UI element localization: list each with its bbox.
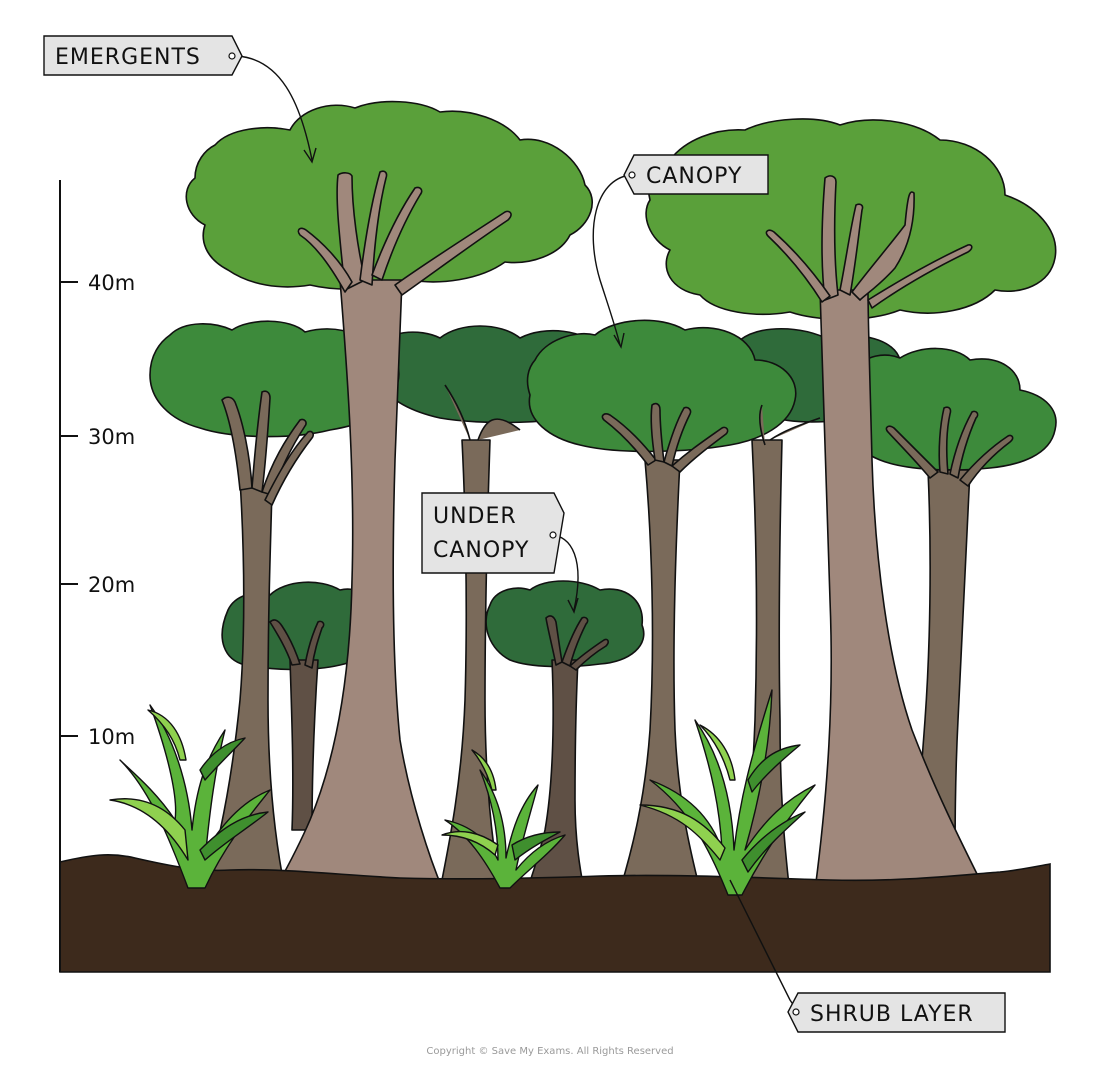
trunk-under-left [289,659,319,831]
tag-emergents [43,35,243,76]
label-shrub-layer: SHRUB LAYER [729,879,1006,1033]
tag-under-canopy-line2: CANOPY [433,538,529,563]
scale-label-20m: 20m [88,573,135,597]
tag-shrub-layer [787,992,1006,1033]
shrub-left [109,704,271,889]
leader-canopy [592,174,631,346]
height-scale: 40m 30m 20m 10m [59,180,135,972]
label-under-canopy: UNDER CANOPY [421,492,579,614]
tag-under-canopy [421,492,565,574]
leader-emergents [237,55,313,161]
tag-canopy [623,154,769,195]
label-emergents: EMERGENTS [43,35,317,164]
trunk-emergent-right [814,289,986,891]
scale-label-30m: 30m [88,425,135,449]
shrub-right [639,689,816,896]
tag-under-canopy-line1: UNDER [433,504,517,529]
label-canopy: CANOPY [592,154,769,349]
scale-label-10m: 10m [88,725,135,749]
tag-shrub-layer-text: SHRUB LAYER [810,1002,974,1027]
emergent-foliage [185,100,1057,321]
copyright-text: Copyright © Save My Exams. All Rights Re… [426,1046,673,1057]
scale-label-40m: 40m [88,271,135,295]
tag-emergents-text: EMERGENTS [55,45,201,70]
shrub-center [441,749,566,889]
tag-canopy-text: CANOPY [646,164,742,189]
tree-branches [221,170,1014,671]
